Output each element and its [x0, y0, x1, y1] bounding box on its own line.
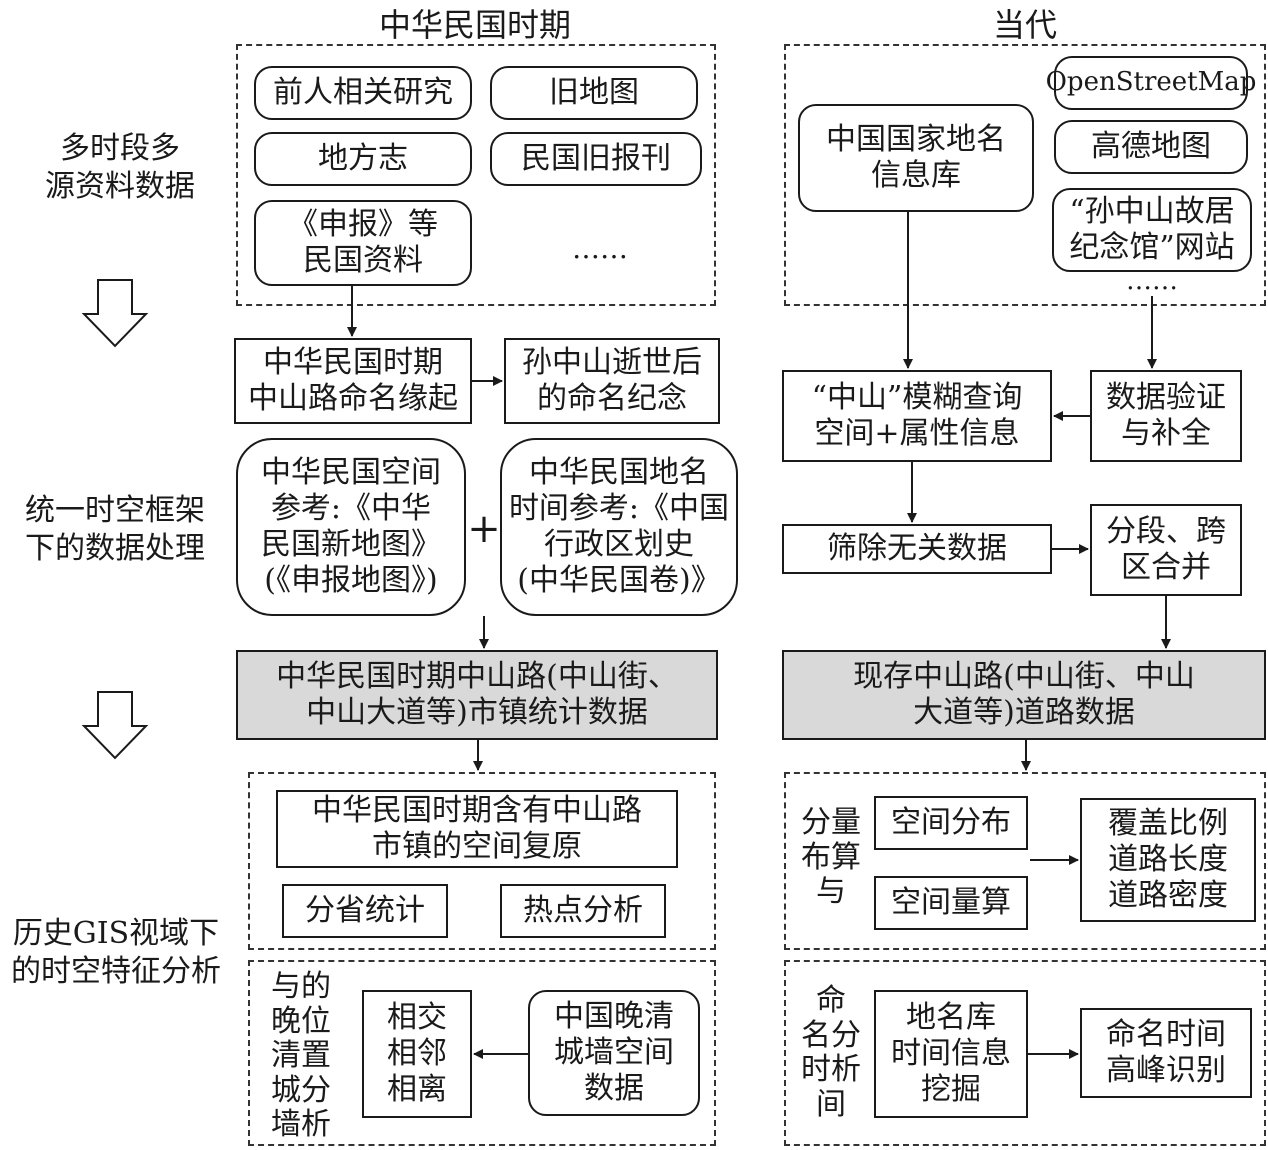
left-analysis-group-1 [248, 772, 716, 950]
spatial-reference-box: 中华民国空间 参考:《中华 民国新地图》 (《申报地图》) [236, 438, 466, 616]
stage-label-sources: 多时段多 源资料数据 [45, 131, 195, 204]
naming-peak-box: 命名时间 高峰识别 [1080, 1008, 1252, 1098]
stage-label-processing: 统一时空框架 下的数据处理 [25, 493, 205, 566]
city-wall-label: 与的 晚位 清置 城分 墙析 [271, 969, 331, 1142]
qing-wall-data-box: 中国晚清 城墙空间 数据 [528, 990, 700, 1116]
relations-box: 相交 相邻 相离 [362, 990, 472, 1118]
right-analysis-group-1 [784, 772, 1266, 950]
filter-box: 筛除无关数据 [782, 524, 1052, 574]
naming-time-label: 命 名分 时析 间 [801, 983, 861, 1122]
amap-box: 高德地图 [1054, 120, 1248, 174]
naming-origin-box: 中华民国时期 中山路命名缘起 [234, 338, 472, 424]
spatial-measure-box: 空间量算 [874, 876, 1028, 930]
gazetteers-box: 地方志 [254, 132, 472, 186]
right-sources-group [784, 44, 1266, 306]
left-sources-ellipsis: …… [572, 232, 628, 265]
shenbao-box: 《申报》等 民国资料 [254, 200, 472, 286]
fuzzy-query-box: “中山”模糊查询 空间+属性信息 [782, 370, 1052, 462]
prior-research-box: 前人相关研究 [254, 66, 472, 120]
header-left: 中华民国时期 [378, 6, 571, 44]
openstreetmap-box: OpenStreetMap [1046, 56, 1256, 110]
right-result-box: 现存中山路(中山街、中山 大道等)道路数据 [782, 650, 1266, 740]
plus-sign: + [467, 506, 501, 552]
old-newspapers-box: 民国旧报刊 [490, 132, 702, 186]
left-result-box: 中华民国时期中山路(中山街、 中山大道等)市镇统计数据 [236, 650, 718, 740]
stage-arrow-2-icon [81, 691, 149, 760]
metrics-box: 覆盖比例 道路长度 道路密度 [1080, 798, 1256, 922]
time-reference-box: 中华民国地名 时间参考:《中国 行政区划史 (中华民国卷)》 [500, 438, 738, 616]
left-analysis-group-2 [248, 960, 716, 1146]
right-sources-ellipsis: …… [1126, 266, 1178, 296]
commemoration-box: 孙中山逝世后 的命名纪念 [504, 338, 720, 424]
spatial-restoration-box: 中华民国时期含有中山路 市镇的空间复原 [276, 790, 678, 868]
province-stats-box: 分省统计 [282, 884, 448, 938]
merge-box: 分段、跨 区合并 [1090, 504, 1242, 596]
hotspot-box: 热点分析 [500, 884, 666, 938]
name-mining-box: 地名库 时间信息 挖掘 [874, 990, 1028, 1118]
old-maps-box: 旧地图 [490, 66, 698, 120]
national-gazetteer-box: 中国国家地名 信息库 [798, 104, 1034, 212]
memorial-site-box: “孙中山故居 纪念馆”网站 [1052, 188, 1252, 272]
verify-complete-box: 数据验证 与补全 [1090, 370, 1242, 462]
header-right: 当代 [992, 6, 1057, 44]
stage-label-analysis: 历史GIS视域下 的时空特征分析 [11, 916, 221, 989]
stage-arrow-1-icon [81, 279, 149, 348]
distribution-label: 分量 布算 与 [801, 805, 861, 909]
left-sources-group [236, 44, 716, 306]
spatial-distribution-box: 空间分布 [874, 796, 1028, 850]
right-analysis-group-2 [784, 960, 1266, 1146]
